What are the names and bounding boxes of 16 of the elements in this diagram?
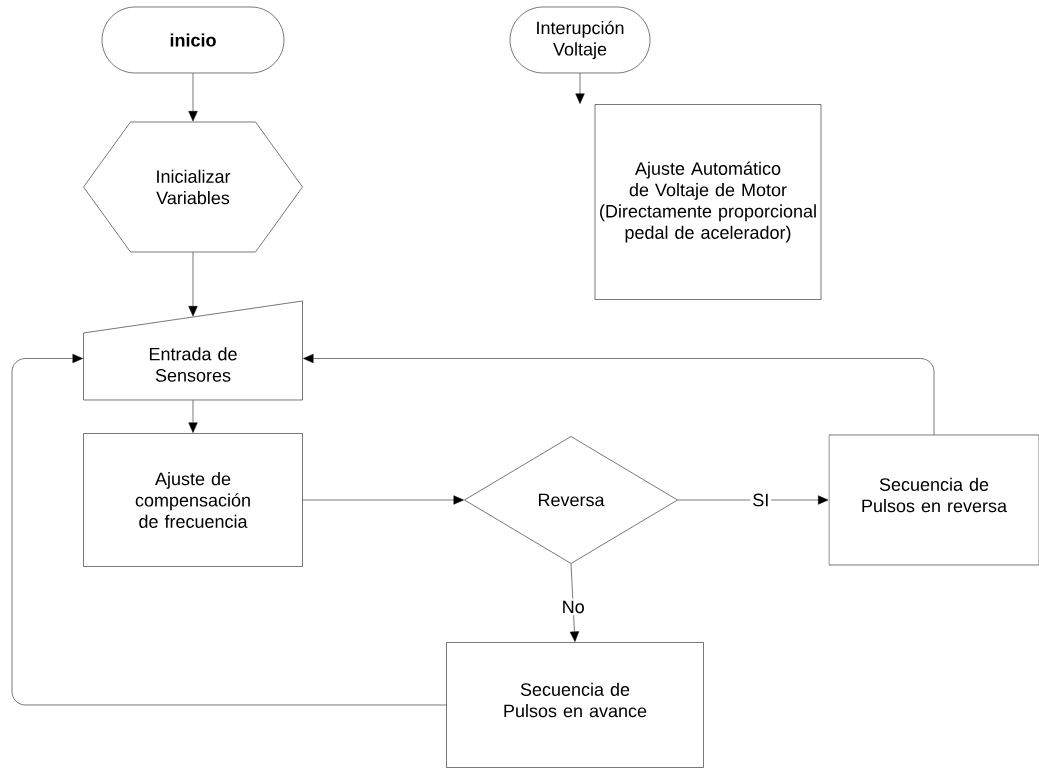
arrow <box>303 353 935 435</box>
arrow <box>11 353 447 706</box>
process-box: Secuencia de Pulsos en avance <box>446 642 704 768</box>
edge-label: No <box>559 598 587 616</box>
arrow <box>188 400 198 433</box>
arrow <box>188 252 198 317</box>
process-box: Secuencia de Pulsos en reversa <box>828 434 1039 566</box>
arrow <box>575 73 585 104</box>
process-box: Ajuste Automático de Voltaje de Motor (Directamente proporcional pedal de acelerador) <box>594 104 822 300</box>
preparation-hexagon: Inicializar Variables <box>83 121 303 253</box>
arrow <box>302 495 464 505</box>
arrow <box>188 73 198 122</box>
arrow <box>569 563 580 642</box>
process-box: Ajuste de compensación de frecuencia <box>83 433 303 567</box>
edge-label: SI <box>750 491 772 509</box>
arrow <box>677 495 829 505</box>
